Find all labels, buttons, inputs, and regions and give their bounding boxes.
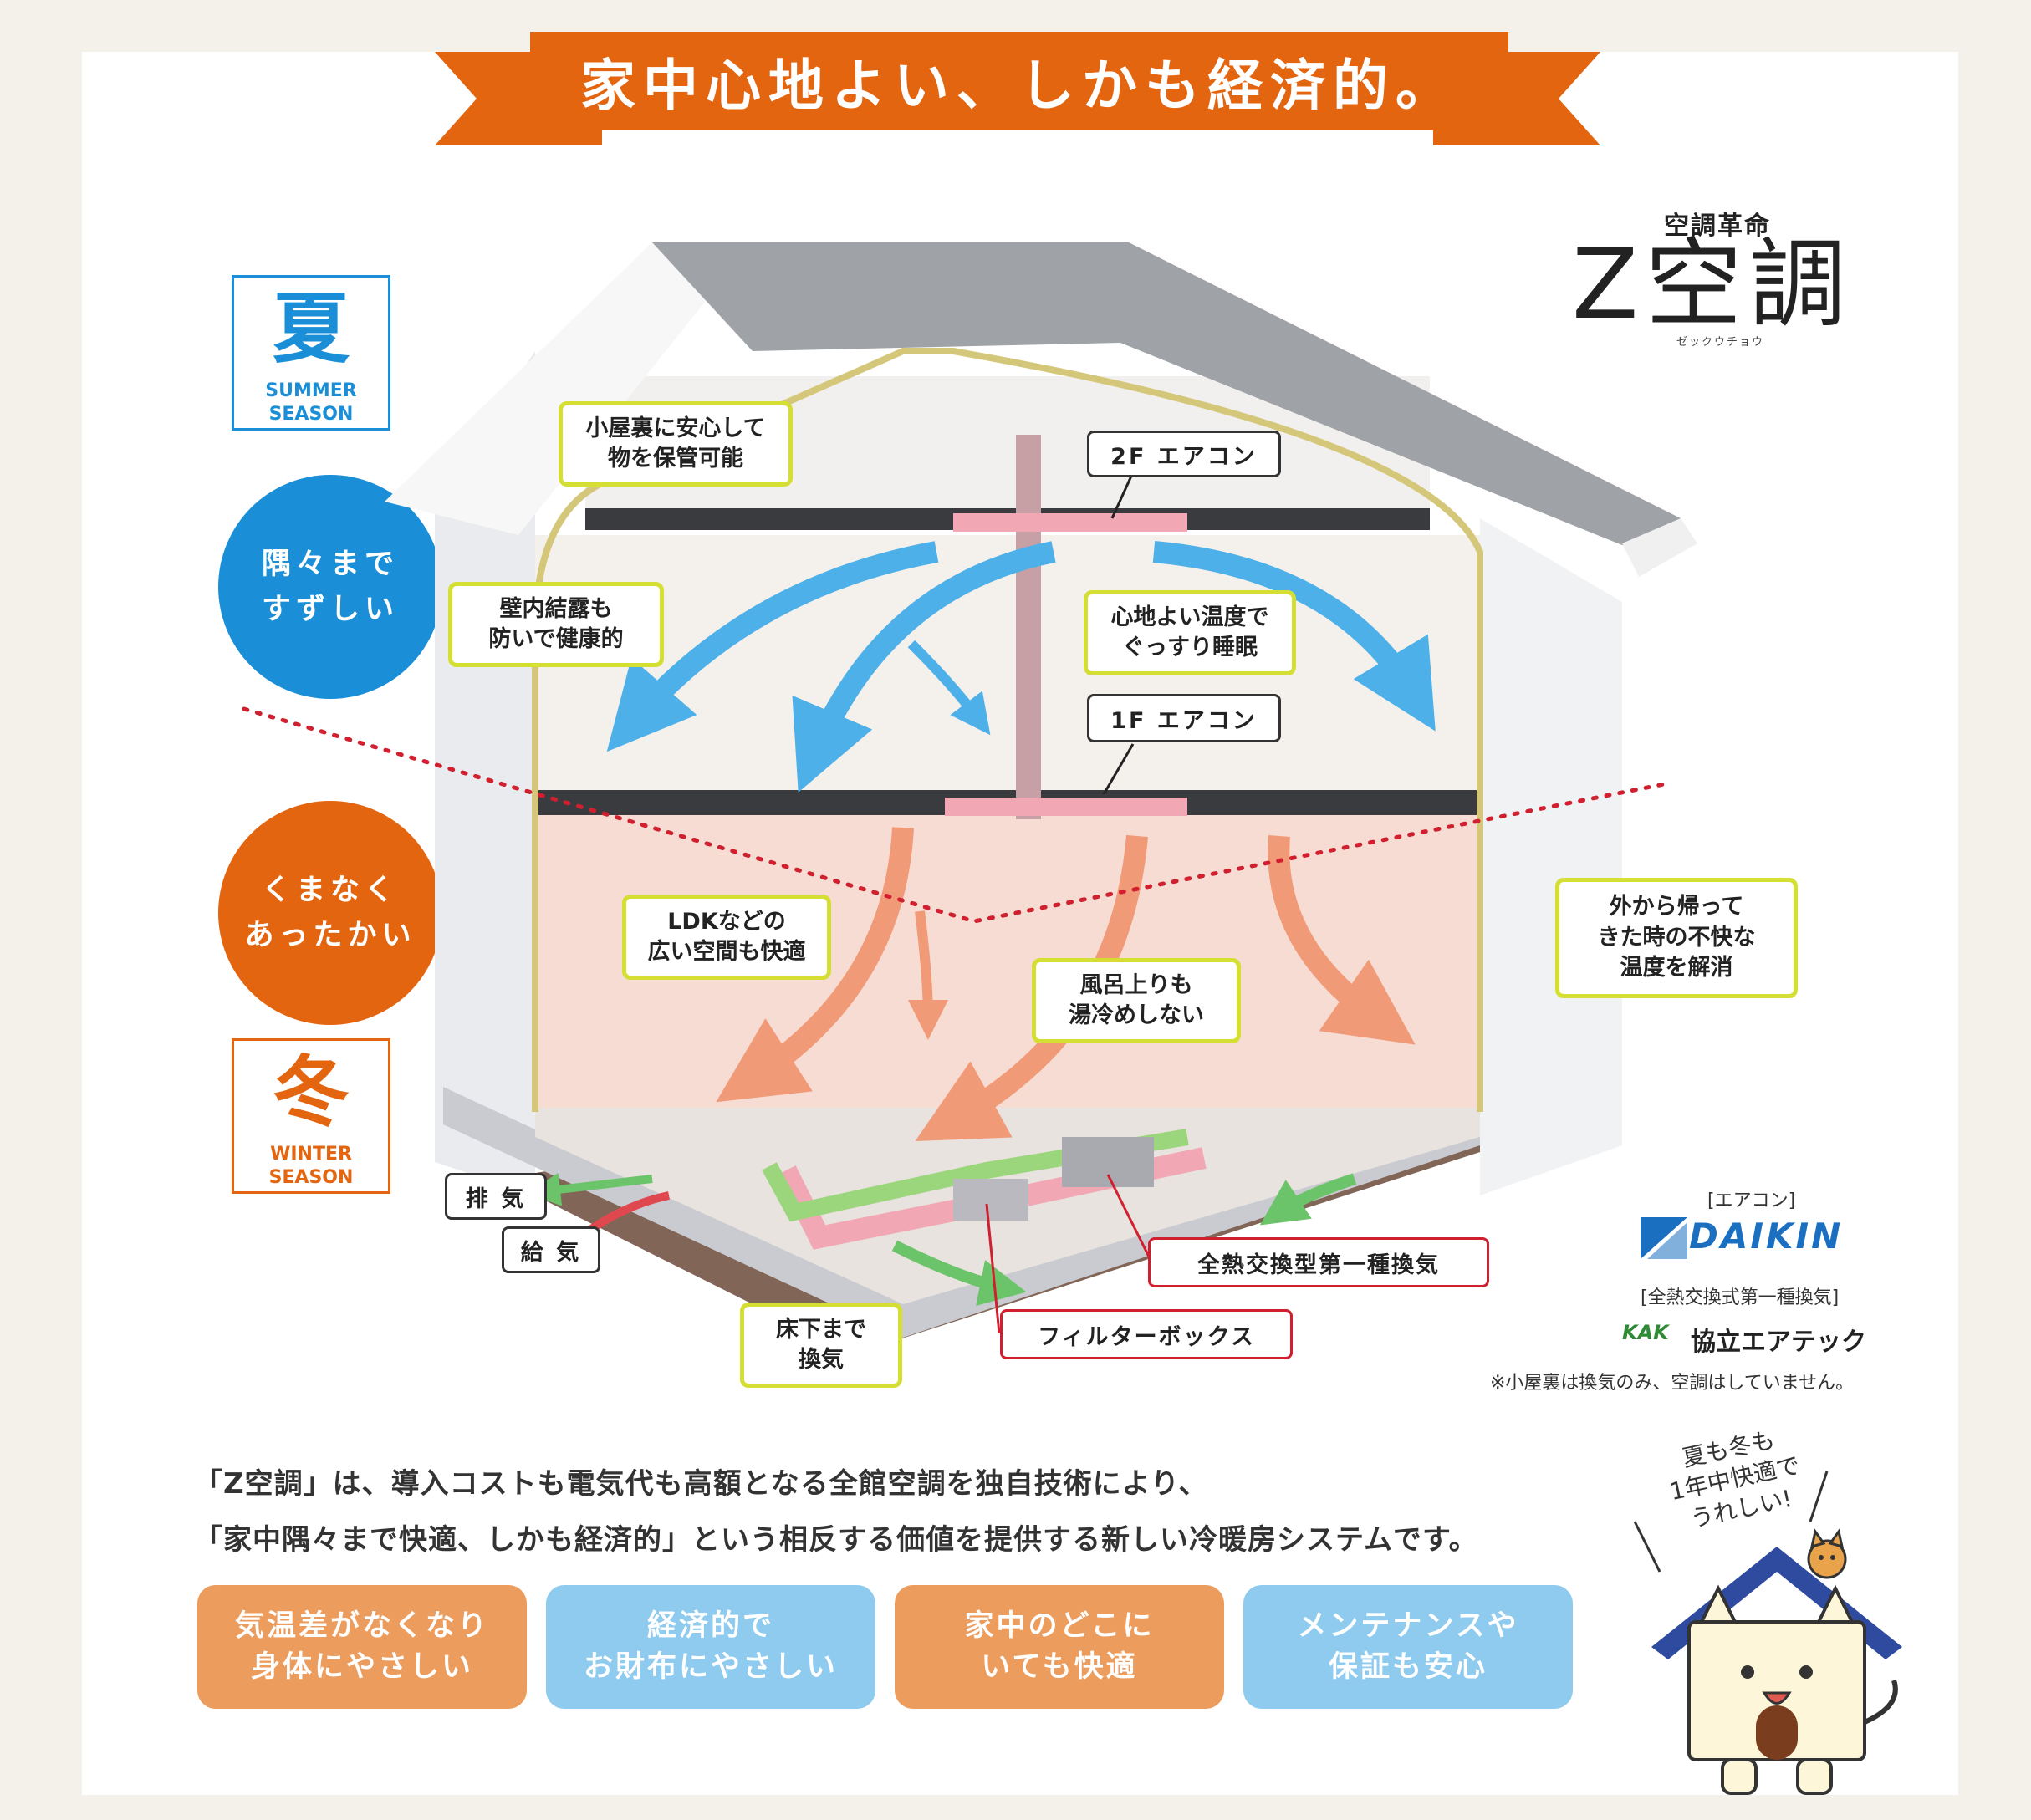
winter-circle: くまなく あったかい [218,801,442,1025]
summer-kanji: 夏 [272,284,350,374]
mascot-house-cat-icon [1633,1471,1902,1795]
daikin-mark-icon [1641,1217,1687,1259]
summer-en: SUMMER SEASON [234,380,388,426]
insulation-line [532,348,1483,1112]
callout-outside: 外から帰って きた時の不快な 温度を解消 [1555,878,1798,998]
benefit-2: 経済的で お財布にやさしい [546,1585,875,1709]
callout-bath-line2: 湯冷めしない [1069,1002,1204,1028]
winter-en-line2: SEASON [268,1166,354,1188]
callout-wall: 壁内結露も 防いで健康的 [448,582,664,667]
left-wall [435,351,535,1195]
ac-label: [エアコン] [1707,1190,1796,1211]
warm-air-arrow-ldk [716,827,914,1103]
callout-bath-line1: 風呂上りも [1079,971,1193,998]
callout-outside-line2: きた時の不快な [1597,924,1756,951]
callout-bath: 風呂上りも 湯冷めしない [1032,958,1241,1043]
callout-attic-line2: 物を保管可能 [608,446,743,472]
cool-air-arrow-center [792,541,1056,793]
description-line1: 「Z空調」は、導入コストも電気代も高額となる全館空調を独自技術により、 [194,1467,1208,1501]
callout-sleep-line2: ぐっすり睡眠 [1122,635,1258,660]
vent-arrow-right [1259,1173,1357,1226]
callout-outside-line3: 温度を解消 [1620,955,1733,981]
label-heat-exchange: 全熱交換型第一種換気 [1148,1237,1489,1287]
callout-floor: 床下まで 換気 [740,1303,902,1388]
vent-label: [全熱交換式第一種換気] [1641,1287,1840,1308]
attic-note: ※小屋裏は換気のみ、空調はしていません。 [1490,1373,1855,1394]
benefit-3-line2: いても快適 [981,1650,1138,1684]
logo-name: Z空調 [1572,228,1853,341]
summer-line2: すずしい [261,593,399,626]
roof-right-edge [1622,518,1697,577]
winter-line2: あったかい [244,919,416,952]
callout-wall-line1: 壁内結露も [499,595,613,622]
callout-outside-line1: 外から帰って [1609,894,1744,920]
benefit-2-line1: 経済的で [646,1609,774,1643]
logo-ruby: ゼックウチョウ [1676,336,1765,349]
label-exhaust: 排 気 [445,1173,547,1220]
label-supply: 給 気 [502,1226,600,1273]
leader-1f-ac [1102,743,1135,795]
callout-floor-line2: 換気 [799,1347,844,1373]
summer-en-line1: SUMMER [265,380,357,401]
kak-mark: KAK [1622,1321,1669,1344]
callout-sleep-line1: 心地よい温度で [1110,604,1269,630]
right-wall [1480,518,1622,1195]
cool-air-arrow-right [1152,541,1436,732]
warm-air-arrow-stairs [907,910,948,1040]
winter-en-line1: WINTER [270,1144,352,1165]
label-1f-ac: 1F エアコン [1087,694,1281,742]
benefit-4-line1: メンテナンスや [1297,1609,1519,1643]
winter-season-box: 冬 WINTER SEASON [232,1038,390,1194]
leader-heat-exchange [1106,1174,1151,1259]
label-2f-ac: 2F エアコン [1087,431,1281,477]
winter-kanji: 冬 [272,1048,350,1137]
vertical-duct [1016,435,1041,819]
benefit-1: 気温差がなくなり 身体にやさしい [197,1585,527,1709]
roof [652,242,1681,552]
summer-season-box: 夏 SUMMER SEASON [232,275,390,431]
benefit-1-line2: 身体にやさしい [250,1650,473,1684]
callout-attic-line1: 小屋裏に安心して [585,415,766,441]
summer-line1: 隅々まで [261,547,399,581]
vent-arrow-exhaust [527,1172,653,1206]
callout-sleep: 心地よい温度で ぐっすり睡眠 [1084,590,1296,675]
benefit-4: メンテナンスや 保証も安心 [1243,1585,1573,1709]
description-line2: 「家中隅々まで快適、しかも経済的」という相反する価値を提供する新しい冷暖房システ… [194,1523,1478,1557]
callout-ldk: LDKなどの 広い空間も快適 [622,895,831,980]
benefit-3-line1: 家中のどこに [964,1609,1155,1643]
winter-en: WINTER SEASON [234,1143,388,1189]
leader-filter [985,1203,1001,1334]
winter-line1: くまなく [261,873,399,907]
benefit-3: 家中のどこに いても快適 [895,1585,1224,1709]
label-filter: フィルターボックス [1000,1309,1293,1359]
cool-air-arrow-stairs [907,640,991,736]
daikin-logo: DAIKIN [1689,1216,1844,1257]
callout-wall-line2: 防いで健康的 [488,626,624,652]
callout-ldk-line2: 広い空間も快適 [647,939,806,965]
season-divider [242,706,1666,924]
benefit-2-line2: お財布にやさしい [583,1650,838,1684]
callout-attic: 小屋裏に安心して 物を保管可能 [559,401,793,487]
callout-floor-line1: 床下まで [776,1316,866,1343]
cool-air-arrow-left [606,541,939,752]
filter-box [953,1179,1028,1221]
banner-title: 家中心地よい、しかも経済的。 [530,32,1508,130]
summer-circle: 隅々まで すずしい [218,475,442,699]
warm-air-arrow-bath [1268,835,1416,1045]
logo-tagline: 空調革命 [1664,212,1771,241]
benefit-4-line2: 保証も安心 [1328,1650,1488,1684]
leader-2f-ac [1110,472,1135,519]
callout-ldk-line1: LDKなどの [667,908,786,935]
heat-exchanger [1062,1137,1154,1187]
benefit-1-line1: 気温差がなくなり [234,1609,489,1643]
kyoritsu-logo: 協立エアテック [1691,1328,1866,1357]
summer-en-line2: SEASON [268,403,354,425]
roof-left [385,242,753,535]
